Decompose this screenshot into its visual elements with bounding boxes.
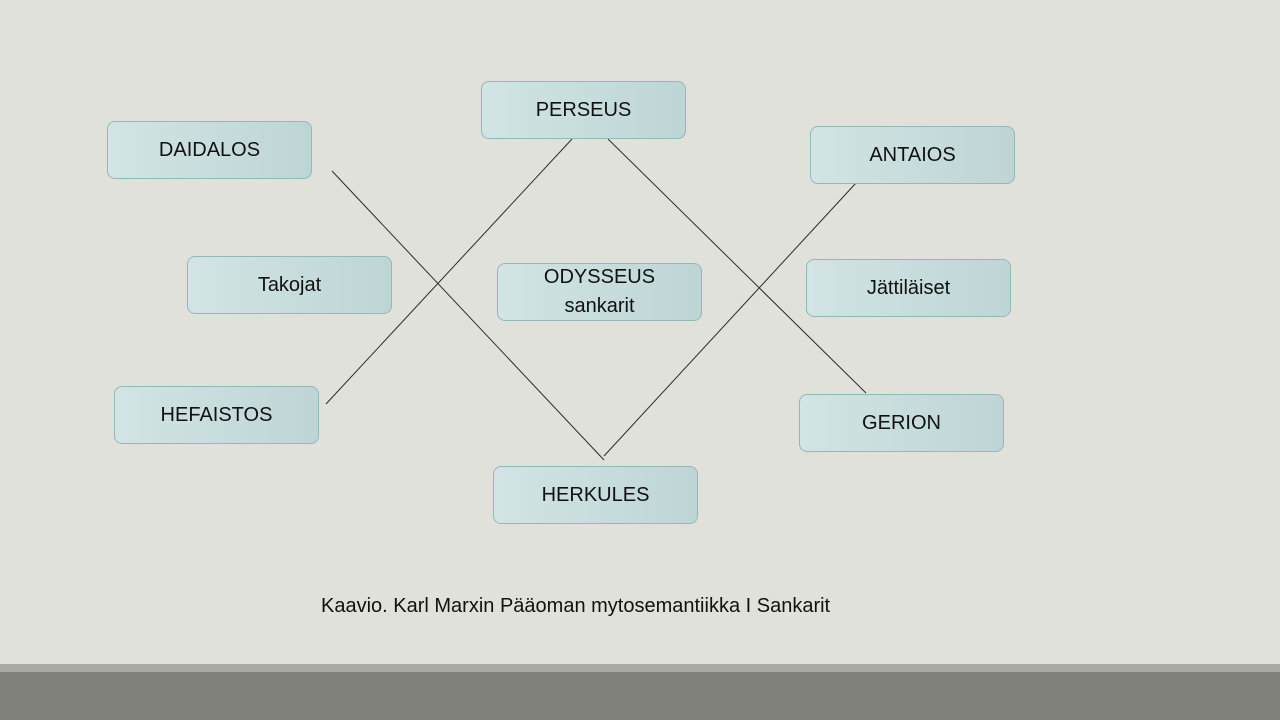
node-label: Takojat: [257, 273, 322, 296]
line-perseus-hefaistos: [325, 138, 573, 405]
line-antaios-herkules: [603, 182, 857, 457]
node-hefaistos: HEFAISTOS: [114, 386, 319, 444]
footer-band-light: [0, 664, 1280, 672]
node-daidalos: DAIDALOS: [107, 121, 312, 179]
node-label: PERSEUS: [535, 98, 632, 121]
node-label: GERION: [862, 411, 941, 434]
node-antaios: ANTAIOS: [810, 126, 1015, 184]
line-perseus-gerion: [607, 138, 867, 394]
node-takojat: Takojat: [187, 256, 392, 314]
node-label: HERKULES: [541, 483, 650, 506]
node-label: ODYSSEUS sankarit: [543, 266, 656, 317]
node-label: DAIDALOS: [158, 138, 261, 161]
node-perseus: PERSEUS: [481, 81, 686, 139]
node-label: ANTAIOS: [869, 143, 956, 166]
node-label: HEFAISTOS: [160, 403, 273, 426]
footer-band-dark: [0, 672, 1280, 720]
node-label: Jättiläiset: [866, 276, 951, 299]
node-herkules: HERKULES: [493, 466, 698, 524]
node-jattilaiset: Jättiläiset: [806, 259, 1011, 317]
node-odysseus: ODYSSEUS sankarit: [497, 263, 702, 321]
line-daidalos-herkules: [331, 170, 605, 461]
diagram-caption: Kaavio. Karl Marxin Pääoman mytosemantii…: [321, 595, 831, 617]
node-gerion: GERION: [799, 394, 1004, 452]
